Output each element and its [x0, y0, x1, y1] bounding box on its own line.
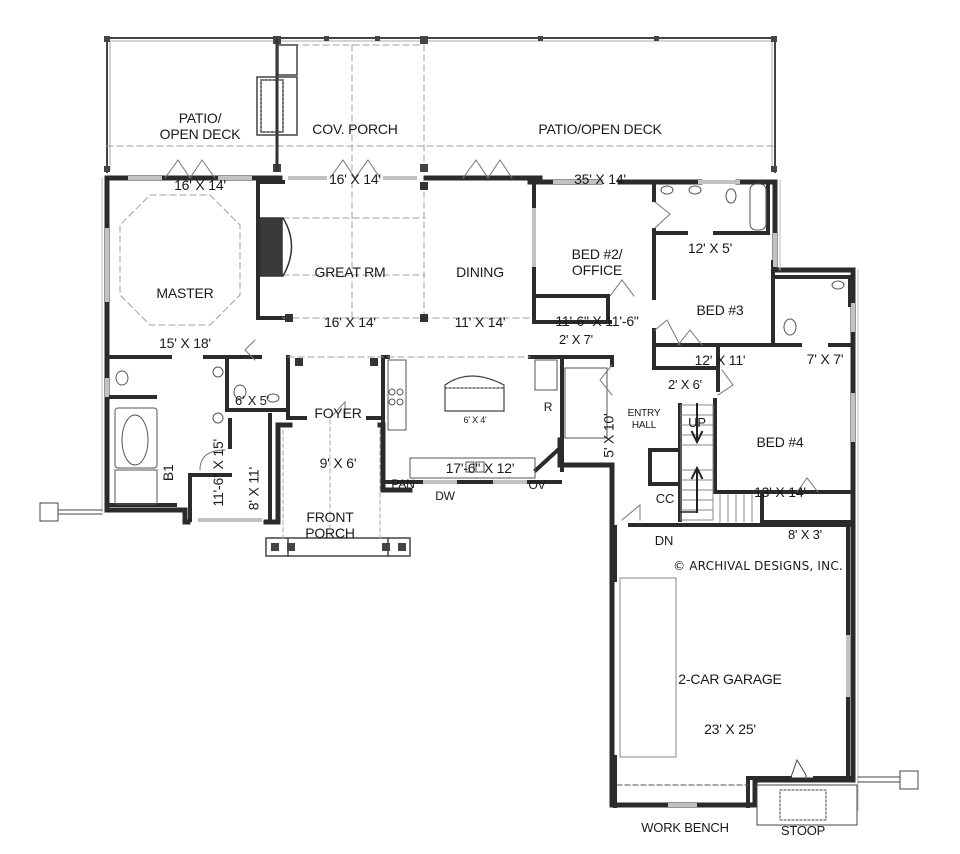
- room-great-rm: GREAT RM 16' X 14': [300, 230, 400, 348]
- room-name: BED #2/ OFFICE: [571, 245, 623, 279]
- closet-8x3: 8' X 3': [775, 496, 835, 558]
- room-name: BED #3: [696, 301, 744, 318]
- kitchen-island-size: 6' X 4': [463, 414, 487, 425]
- coat-closet-label: CC: [655, 491, 675, 507]
- room-master: MASTER 15' X 18': [135, 251, 235, 369]
- room-patio-right: PATIO/OPEN DECK 35' X 14': [520, 87, 680, 205]
- room-kitchen: 17'-6" X 12': [430, 426, 530, 493]
- room-name: BED #4: [756, 433, 804, 450]
- rear-deck-outline: [106, 37, 776, 173]
- room-size: 11' X 14': [454, 313, 506, 330]
- garage-door: [619, 577, 677, 758]
- entry-hall-label: ENTRY HALL: [627, 408, 661, 431]
- room-size: 17'-6" X 12': [445, 459, 515, 476]
- room-size: 13' X 14': [754, 483, 806, 500]
- fridge-label: R: [543, 399, 553, 414]
- room-name: FRONT PORCH: [305, 508, 355, 542]
- copyright-notice: © ARCHIVAL DESIGNS, INC.: [673, 558, 843, 573]
- stairs-up-label: UP: [688, 415, 706, 431]
- kitchen-island: [444, 375, 505, 412]
- room-patio-left: PATIO/ OPEN DECK 16' X 14': [140, 76, 260, 210]
- work-bench-label: WORK BENCH: [641, 820, 729, 836]
- stair-arrows: [679, 403, 704, 513]
- room-bed2-office: BED #2/ OFFICE 11'-6" X 11'-6": [545, 212, 649, 346]
- room-size: 12' X 11': [694, 351, 746, 368]
- stoop-outline: [756, 758, 858, 826]
- room-size: 6' X 5': [235, 393, 269, 409]
- room-name: PATIO/ OPEN DECK: [159, 109, 241, 143]
- room-name: DINING: [456, 263, 504, 280]
- oven-label: OV: [528, 477, 546, 492]
- room-bath-12x5: 12' X 5': [680, 206, 740, 273]
- room-size: 2' X 7': [559, 332, 593, 348]
- deck-dash-lines: [106, 44, 776, 171]
- closet-2x7: 2' X 7': [550, 301, 602, 363]
- room-size: 16' X 14': [329, 170, 381, 187]
- room-size: 8' X 11': [245, 467, 261, 511]
- garage-walls: [613, 525, 852, 808]
- room-garage: 2-CAR GARAGE 23' X 25': [670, 637, 790, 755]
- room-size: 16' X 14': [324, 313, 376, 330]
- interior-walls: [108, 180, 852, 527]
- dishwasher-label: DW: [435, 488, 455, 503]
- room-size: 9' X 6': [319, 454, 357, 471]
- stoop-label: STOOP: [780, 823, 826, 839]
- exterior-siding: [101, 177, 859, 811]
- porch-posts: [271, 543, 406, 551]
- room-front-porch: FRONT PORCH: [295, 475, 365, 559]
- room-name: FOYER: [314, 404, 362, 421]
- room-bath-7x7: 7' X 7': [800, 317, 850, 384]
- room-bed3: BED #3 12' X 11': [680, 268, 760, 386]
- room-dining: DINING 11' X 14': [440, 230, 520, 348]
- fireplace: [259, 216, 293, 278]
- room-name: MASTER: [156, 284, 214, 301]
- room-size: 2' X 6': [668, 377, 702, 393]
- room-size: 12' X 5': [687, 239, 733, 256]
- room-name: B1: [159, 464, 176, 482]
- door-swings: [164, 159, 819, 521]
- outdoor-fireplace: [256, 44, 298, 136]
- room-master-closet: 8' X 11': [211, 459, 278, 519]
- pantry-label: PAN: [391, 476, 415, 491]
- room-cov-porch: COV. PORCH 16' X 14': [300, 87, 410, 205]
- room-size: 7' X 7': [806, 350, 844, 367]
- ceiling-lines: [119, 181, 531, 358]
- room-size: 35' X 14': [574, 170, 626, 187]
- room-name: 2-CAR GARAGE: [678, 670, 782, 687]
- room-powder-6x5: 6' X 5': [230, 362, 274, 424]
- room-size: 8' X 3': [788, 527, 822, 543]
- room-size: 5' X 10': [600, 413, 616, 458]
- room-bed4: BED #4 13' X 14': [740, 400, 820, 518]
- deck-inner-lines: [109, 40, 773, 171]
- room-size: 11'-6" X 11'-6": [555, 312, 639, 329]
- room-name: PATIO/OPEN DECK: [538, 120, 662, 137]
- room-size: 23' X 25': [704, 720, 756, 737]
- room-size: 15' X 18': [159, 334, 211, 351]
- closet-2x6: 2' X 6': [657, 346, 713, 408]
- room-name: COV. PORCH: [312, 120, 398, 137]
- windows: [105, 176, 855, 807]
- room-foyer: FOYER 9' X 6': [305, 371, 371, 489]
- room-name: GREAT RM: [314, 263, 386, 280]
- stairs-down-label: DN: [654, 533, 674, 549]
- room-size: 16' X 14': [174, 176, 226, 193]
- utility-stubs: [39, 502, 919, 790]
